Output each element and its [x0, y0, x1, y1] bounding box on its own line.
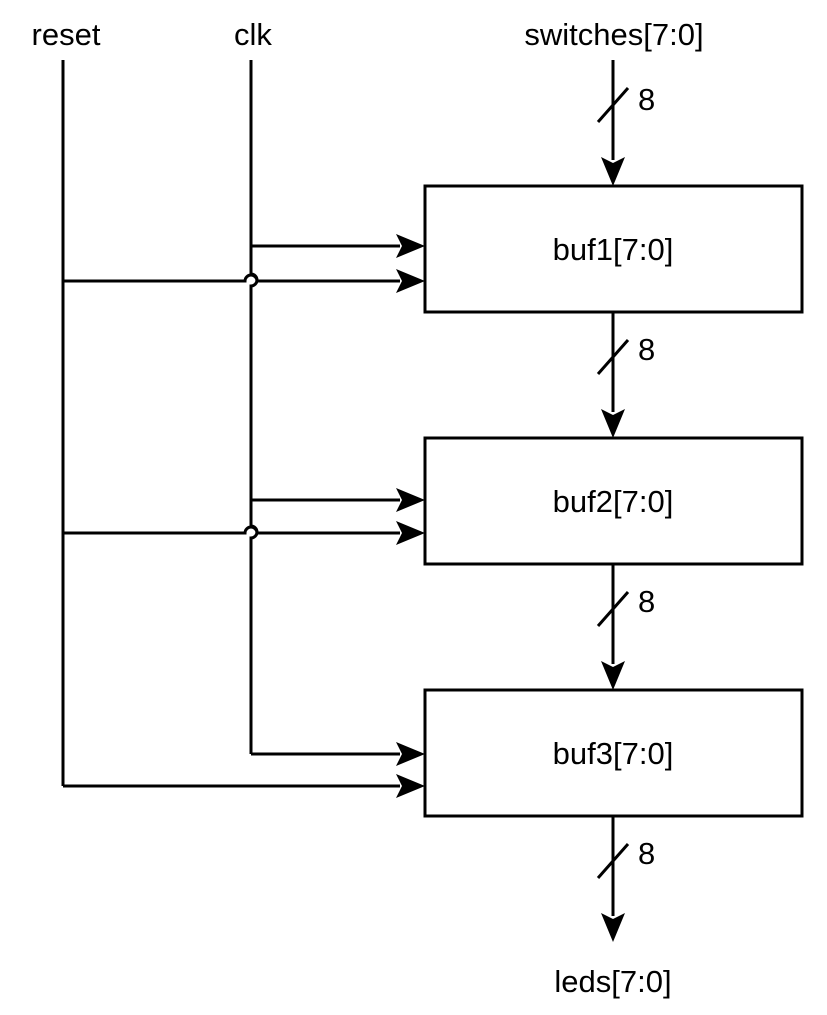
buf2-to-buf3-arrowhead	[601, 661, 625, 690]
switches-bus-arrowhead	[601, 157, 625, 186]
reset-buf1-arrowhead	[396, 269, 425, 293]
bus-width-label: 8	[638, 332, 655, 367]
reset-to-buf2-wire	[63, 525, 400, 535]
buf1-block-label: buf1[7:0]	[553, 232, 674, 267]
reset-buf2-arrowhead	[396, 521, 425, 545]
leds-output-label: leds[7:0]	[554, 964, 671, 999]
bus-width-label: 8	[638, 82, 655, 117]
clk-buf1-arrowhead	[396, 234, 425, 258]
reset-input-label: reset	[32, 17, 101, 52]
clk-buf3-arrowhead	[396, 742, 425, 766]
clk-buf2-arrowhead	[396, 488, 425, 512]
clk-input-label: clk	[234, 17, 272, 52]
reset-buf3-arrowhead	[396, 774, 425, 798]
switches-input-label: switches[7:0]	[524, 17, 703, 52]
buf1-block	[423, 184, 804, 314]
buf3-block	[423, 688, 804, 818]
buf1-to-buf2-arrowhead	[601, 409, 625, 438]
buf2-block-label: buf2[7:0]	[553, 484, 674, 519]
bus-width-slash	[596, 591, 630, 627]
bus-width-slash	[596, 339, 630, 375]
buf3-block-label: buf3[7:0]	[553, 736, 674, 771]
reset-to-buf1-wire	[63, 273, 400, 283]
clk-trunk-wire	[249, 60, 259, 754]
bus-width-slash	[596, 87, 630, 123]
bus-width-slash	[596, 843, 630, 879]
bus-width-label: 8	[638, 836, 655, 871]
leds-bus-arrowhead	[601, 913, 625, 942]
bus-width-label: 8	[638, 584, 655, 619]
